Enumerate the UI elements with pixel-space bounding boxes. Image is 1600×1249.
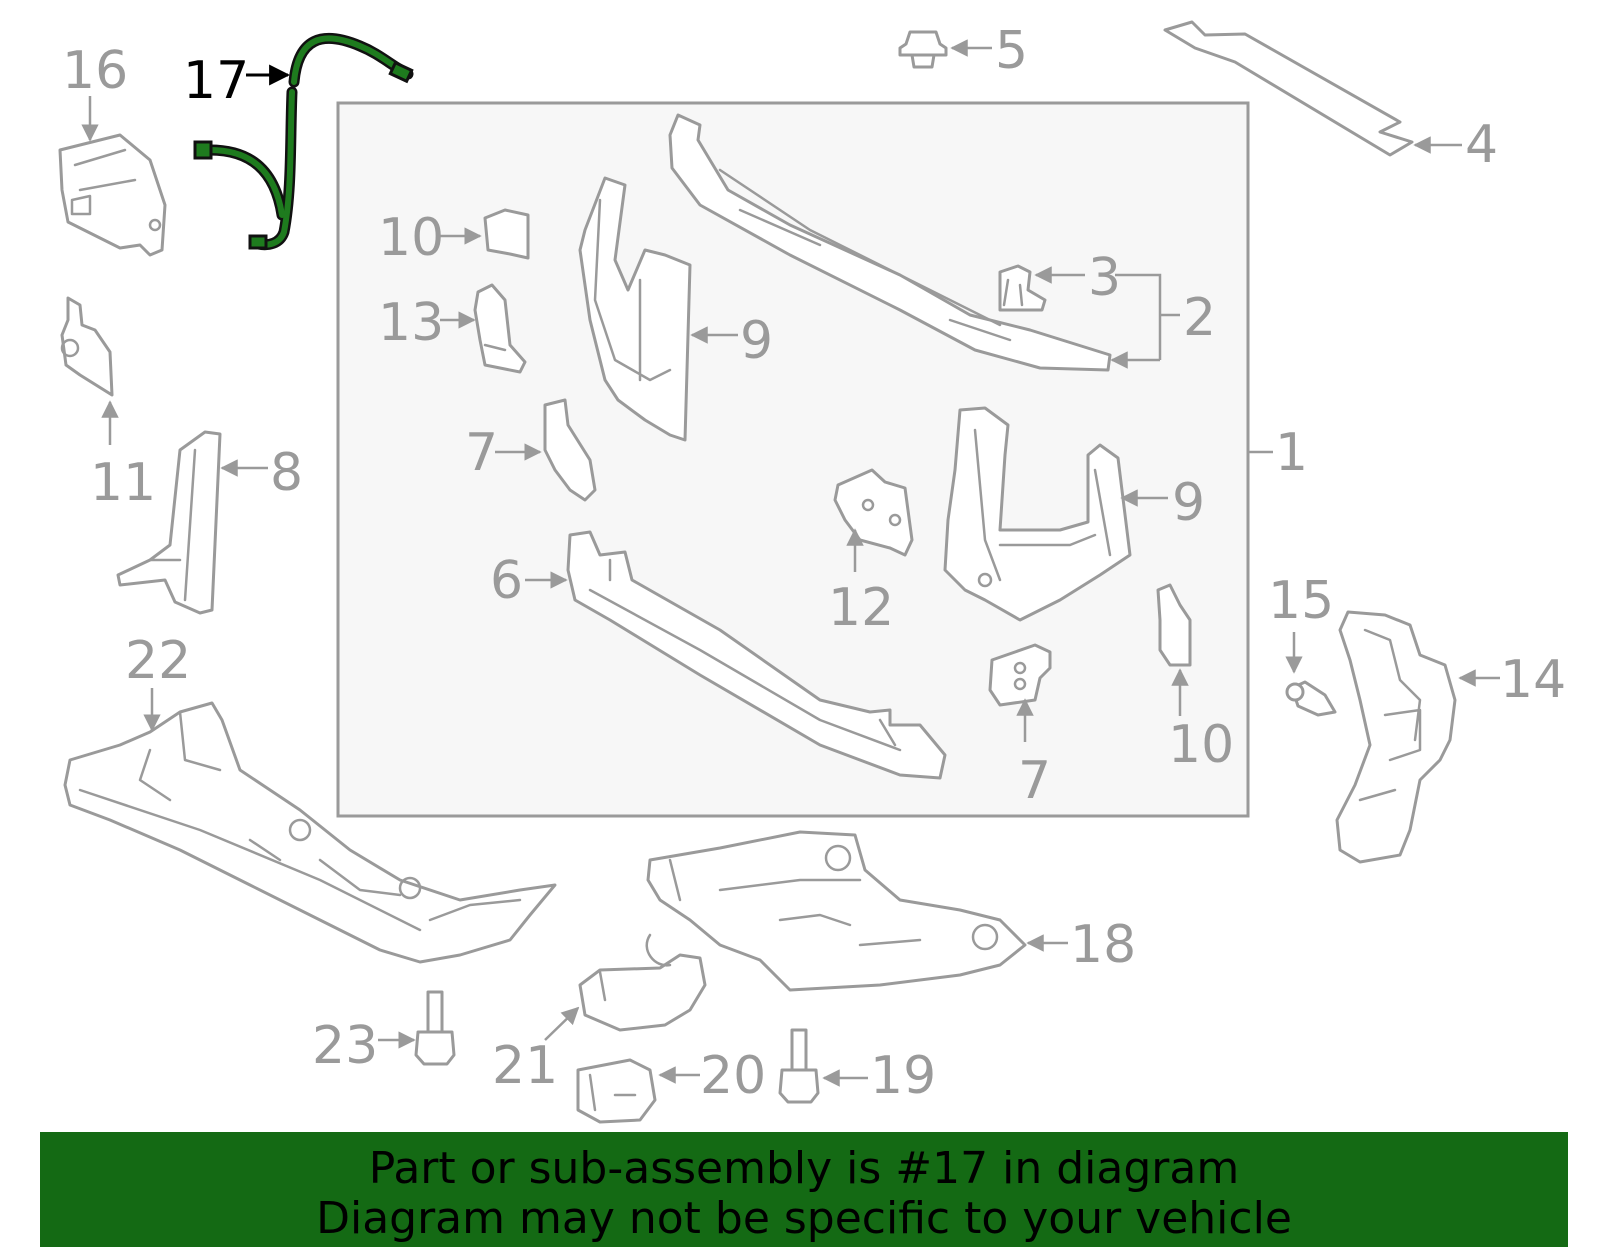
- callout-14: 14: [1500, 650, 1566, 710]
- callout-11: 11: [90, 453, 156, 513]
- callout-5: 5: [995, 21, 1028, 81]
- bracket-part-12: [833, 468, 914, 572]
- callout-1: 1: [1275, 423, 1308, 483]
- bolt-part-5: [898, 30, 992, 69]
- callout-2: 2: [1183, 288, 1216, 348]
- callout-10-upper: 10: [378, 208, 444, 268]
- callout-21: 21: [492, 1036, 558, 1096]
- callout-19: 19: [870, 1046, 936, 1106]
- bracket-part-16: [58, 96, 167, 257]
- support-part-8: [116, 430, 268, 615]
- upper-support-part-2: [668, 113, 1180, 372]
- bracket-part-11: [60, 296, 119, 445]
- callout-9-left: 9: [740, 311, 773, 371]
- lower-support-part-6: [525, 530, 947, 780]
- bracket-part-20: [576, 1058, 700, 1124]
- callout-22: 22: [125, 631, 191, 691]
- callout-3: 3: [1088, 248, 1121, 308]
- callout-23: 23: [312, 1016, 378, 1076]
- side-member-part-9-left: [578, 176, 738, 442]
- under-cover-part-18: [646, 830, 1068, 992]
- banner-line-2: Diagram may not be specific to your vehi…: [316, 1193, 1292, 1244]
- side-member-part-9-right: [943, 406, 1168, 622]
- bracket-part-10-lower: [1156, 583, 1192, 716]
- part-info-banner: Part or sub-assembly is #17 in diagram D…: [40, 1132, 1568, 1247]
- callout-20: 20: [700, 1046, 766, 1106]
- callout-18: 18: [1070, 915, 1136, 975]
- wire-harness-part-17[interactable]: [193, 33, 414, 251]
- callout-17: 17: [183, 51, 249, 111]
- bracket-part-7-upper: [495, 398, 597, 502]
- bracket-part-7-lower: [988, 643, 1052, 742]
- callout-4: 4: [1465, 115, 1498, 175]
- bracket-part-10-upper: [440, 208, 530, 260]
- callout-15: 15: [1268, 571, 1334, 631]
- bolt-part-19: [778, 1028, 868, 1104]
- bracket-part-14: [1335, 610, 1500, 864]
- clip-part-15: [1285, 632, 1337, 717]
- bracket-part-21: [544, 933, 707, 1041]
- callout-16: 16: [62, 41, 128, 101]
- bracket-part-3: [998, 264, 1085, 312]
- callout-13: 13: [378, 293, 444, 353]
- banner-line-1: Part or sub-assembly is #17 in diagram: [368, 1143, 1240, 1194]
- callout-7-lower: 7: [1018, 751, 1051, 811]
- callout-12: 12: [828, 578, 894, 638]
- callout-10-lower: 10: [1168, 715, 1234, 775]
- bolt-part-23: [378, 990, 456, 1066]
- callout-9-right: 9: [1172, 473, 1205, 533]
- bracket-part-13: [440, 283, 527, 374]
- under-cover-part-22: [63, 688, 557, 964]
- callout-6: 6: [490, 551, 523, 611]
- callout-8: 8: [270, 443, 303, 503]
- seal-part-4: [1163, 20, 1462, 157]
- callout-7-upper: 7: [465, 423, 498, 483]
